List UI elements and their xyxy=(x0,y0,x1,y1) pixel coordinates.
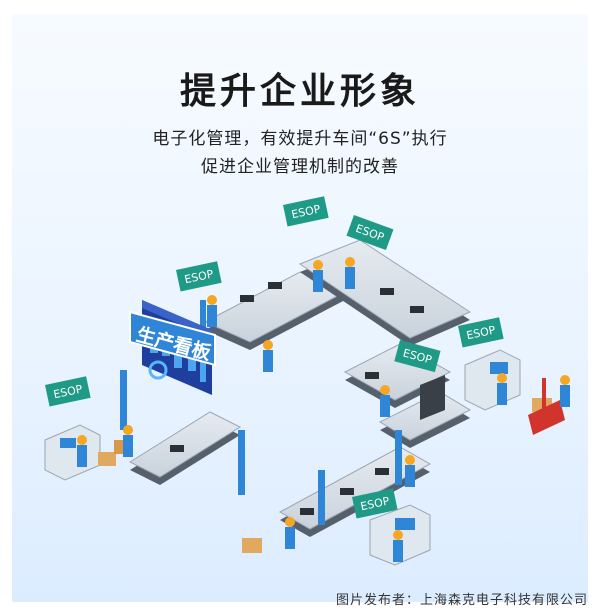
svg-text:ESOP: ESOP xyxy=(465,323,497,342)
production-board: 生产看板 xyxy=(129,300,216,395)
esop-sign: ESOP xyxy=(458,317,504,348)
svg-text:ESOP: ESOP xyxy=(290,202,322,221)
workers xyxy=(77,257,570,562)
esop-sign: ESOP xyxy=(176,261,222,292)
machines xyxy=(44,349,521,566)
blue-posts xyxy=(120,300,402,525)
page-title: 提升企业形象 xyxy=(179,71,420,112)
esop-sign: ESOP xyxy=(346,215,394,251)
publisher-caption: 图片发布者：上海森克电子科技有限公司 xyxy=(335,593,588,608)
svg-text:ESOP: ESOP xyxy=(359,494,391,513)
svg-text:ESOP: ESOP xyxy=(183,267,215,286)
svg-text:ESOP: ESOP xyxy=(52,382,84,401)
esop-sign: ESOP xyxy=(352,488,398,519)
esop-sign: ESOP xyxy=(45,376,91,407)
esop-sign: ESOP xyxy=(394,340,441,373)
subtitle-line-2: 促进企业管理机制的改善 xyxy=(201,157,399,177)
cargo-boxes xyxy=(98,378,565,553)
esop-signs: ESOP ESOP ESOP ESOP ESOP ESOP ESOP xyxy=(45,196,504,519)
conveyor-belts xyxy=(128,239,472,537)
esop-sign: ESOP xyxy=(283,196,329,227)
subtitle-line-1: 电子化管理，有效提升车间“6S”执行 xyxy=(152,129,448,149)
